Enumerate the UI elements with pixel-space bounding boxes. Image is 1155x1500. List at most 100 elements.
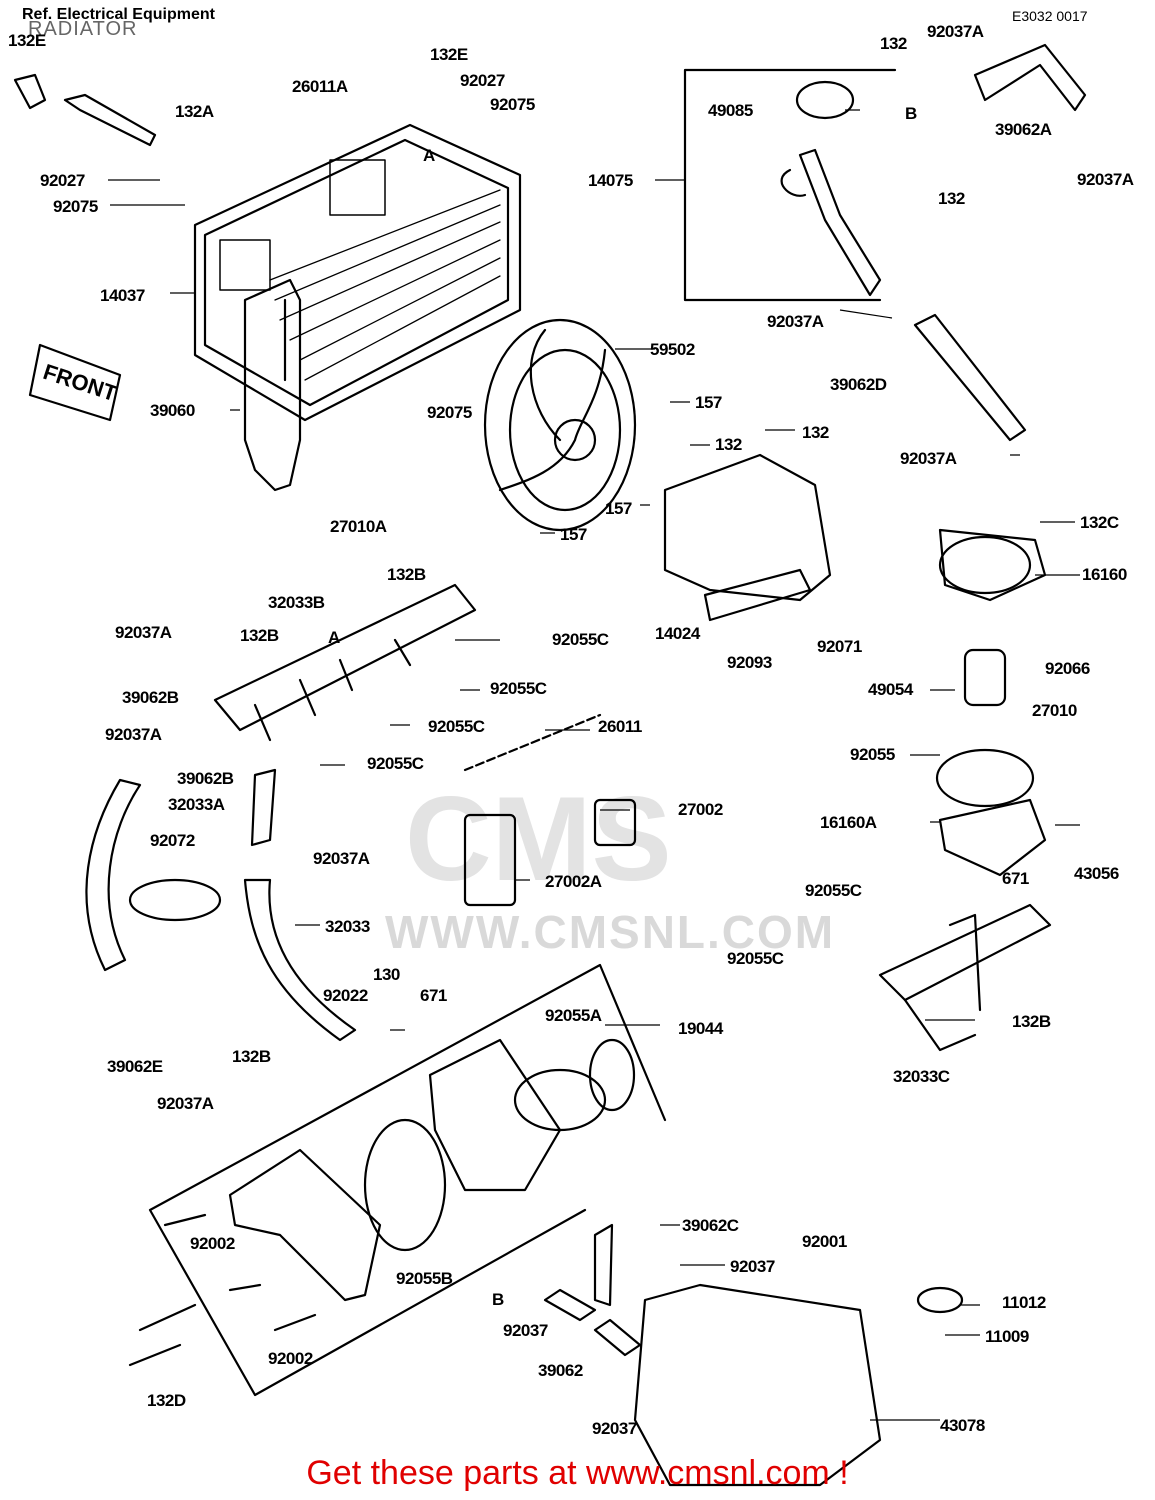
part-label: 92066 [1045, 659, 1090, 678]
part-label: 49085 [708, 101, 753, 120]
part-label: 132 [802, 423, 829, 442]
part-label: 92055C [727, 949, 784, 968]
part-label: 132B [387, 565, 426, 584]
water-pipe [798, 148, 882, 297]
part-label: 39062D [830, 375, 887, 394]
part-label: 92075 [53, 197, 98, 216]
part-label: 92071 [817, 637, 862, 656]
part-label: 671 [1002, 869, 1029, 888]
part-label: 39062B [177, 769, 234, 788]
part-label: 92072 [150, 831, 195, 850]
part-label: 92055A [545, 1006, 602, 1025]
part-label: 92037 [503, 1321, 548, 1340]
part-label: 92022 [323, 986, 368, 1005]
part-label: 16160 [1082, 565, 1127, 584]
part-label: 92037A [105, 725, 162, 744]
pump-cover [228, 1148, 382, 1302]
cooling-fan [483, 318, 637, 532]
part-label: 32033A [168, 795, 225, 814]
ref-letter: B [905, 104, 918, 123]
part-label: 92037 [592, 1419, 637, 1438]
part-label: 92055C [552, 630, 609, 649]
watermark-url: WWW.CMSNL.COM [385, 906, 836, 958]
part-label: 92037A [767, 312, 824, 331]
radiator-side-tank [243, 278, 302, 492]
part-label: 92075 [427, 403, 472, 422]
front-sign [28, 343, 122, 422]
part-label: 43078 [940, 1416, 985, 1435]
o-ring-92055B [363, 1118, 447, 1252]
part-label: 92037A [313, 849, 370, 868]
part-label: 132 [938, 189, 965, 208]
part-label: 49054 [868, 680, 913, 699]
diagram-code: E3032 0017 [1012, 8, 1088, 24]
part-label: 92037A [115, 623, 172, 642]
part-label: 132B [240, 626, 279, 645]
part-label: 27010A [330, 517, 387, 536]
part-label: 92093 [727, 653, 772, 672]
part-label: 132E [430, 45, 468, 64]
part-label: 14024 [655, 624, 700, 643]
part-label: 92055C [367, 754, 424, 773]
water-pump-body [428, 1038, 562, 1192]
part-label: 92027 [40, 171, 85, 190]
part-label: 32033C [893, 1067, 950, 1086]
part-label: 92002 [268, 1349, 313, 1368]
part-label: 92027 [460, 71, 505, 90]
ref-letter: A [328, 628, 341, 647]
part-label: 132 [715, 435, 742, 454]
part-label: 132C [1080, 513, 1119, 532]
part-label: 14037 [100, 286, 145, 305]
part-label: 27010 [1032, 701, 1077, 720]
part-label: 16160A [820, 813, 877, 832]
part-label: 132D [147, 1391, 186, 1410]
part-label: 92001 [802, 1232, 847, 1251]
part-label: 92037 [730, 1257, 775, 1276]
radiator-core [193, 123, 522, 422]
part-label: 132 [880, 34, 907, 53]
thermostat-housing [938, 798, 1047, 877]
part-label: 130 [373, 965, 400, 984]
part-label: 32033B [268, 593, 325, 612]
part-label: 27002A [545, 872, 602, 891]
ref-letter: A [423, 146, 436, 165]
part-label: 157 [605, 499, 632, 518]
part-label: 11009 [985, 1327, 1029, 1346]
part-label: 92037A [927, 22, 984, 41]
part-label: 132E [8, 31, 46, 50]
part-label: 157 [560, 525, 587, 544]
part-label: 26011 [598, 717, 642, 736]
part-label: 92075 [490, 95, 535, 114]
cta-text: Get these parts at www.cmsnl.com ! [306, 1454, 849, 1492]
reservoir-tank [633, 1283, 882, 1487]
part-label: 59502 [650, 340, 695, 359]
part-label: 92055C [805, 881, 862, 900]
part-label: 92002 [190, 1234, 235, 1253]
part-label: 132B [232, 1047, 271, 1066]
part-label: 27002 [678, 800, 723, 819]
ref-letter: B [492, 1290, 505, 1309]
part-label: 132B [1012, 1012, 1051, 1031]
part-label: 39062B [122, 688, 179, 707]
part-label: 39060 [150, 401, 195, 420]
coolant-pipe [213, 583, 477, 732]
part-label: 14075 [588, 171, 633, 190]
fan-cover [663, 453, 832, 602]
part-label: 32033 [325, 917, 370, 936]
part-label: 11012 [1002, 1293, 1046, 1312]
part-label: 92037A [157, 1094, 214, 1113]
part-label: 92055C [428, 717, 485, 736]
part-label: 92055 [850, 745, 895, 764]
watermark-logo: CMS [405, 772, 672, 906]
part-label: 39062 [538, 1361, 583, 1380]
part-label: 92037A [900, 449, 957, 468]
part-label: 39062E [107, 1057, 163, 1076]
part-label: 92055C [490, 679, 547, 698]
part-label: 19044 [678, 1019, 723, 1038]
hose-39062A [973, 43, 1087, 112]
reference-note: Ref. Electrical Equipment [22, 6, 215, 23]
part-label: 92055B [396, 1269, 453, 1288]
part-label: 39062C [682, 1216, 739, 1235]
